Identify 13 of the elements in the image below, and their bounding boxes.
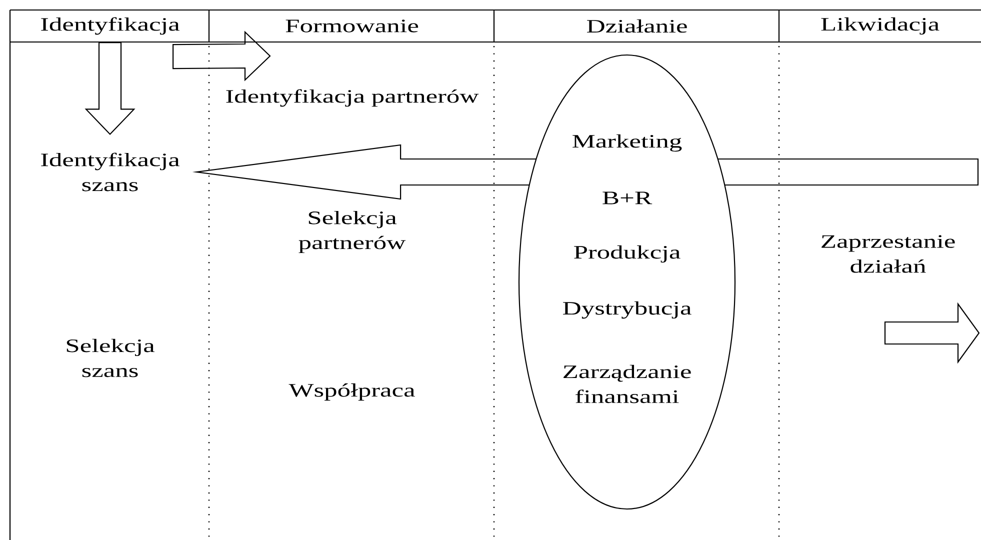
- step-label: Selekcja partnerów: [298, 210, 406, 254]
- column-header: Formowanie: [286, 20, 418, 32]
- step-label: Identyfikacja partnerów: [226, 89, 479, 107]
- step-label: Identyfikacja szans: [41, 152, 180, 192]
- block-arrow: [172, 30, 271, 82]
- block-arrow: [192, 144, 979, 200]
- step-label: Zaprzestanie działań: [822, 235, 955, 273]
- step-label: Współpraca: [288, 383, 415, 401]
- block-arrow: [84, 42, 136, 136]
- column-header: Likwidacja: [821, 17, 940, 35]
- column-header: Działanie: [587, 19, 687, 33]
- column-header: Identyfikacja: [41, 17, 180, 35]
- step-label: Selekcja szans: [66, 338, 155, 378]
